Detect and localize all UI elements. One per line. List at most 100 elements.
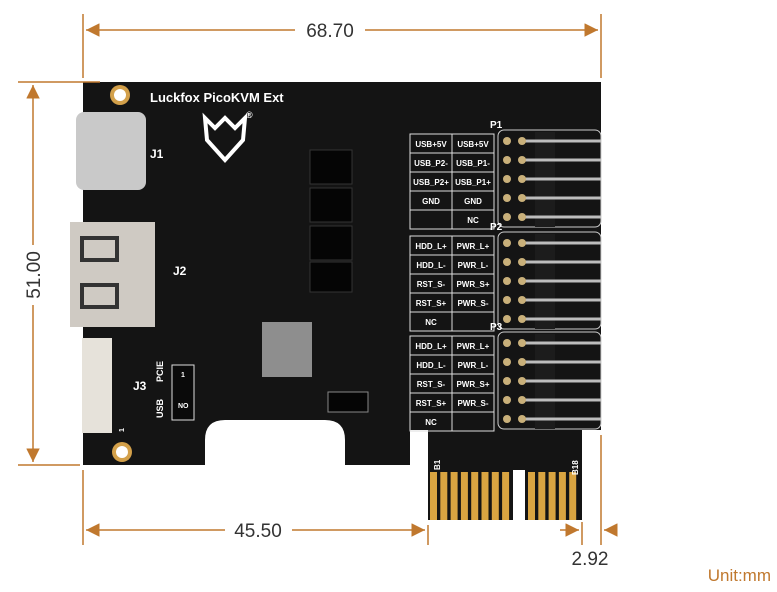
dimension-width-top: 68.70 xyxy=(306,21,354,42)
pin-label: USB+5V xyxy=(415,140,447,149)
header-pad xyxy=(503,137,511,145)
header-pad xyxy=(503,175,511,183)
header-label: P3 xyxy=(490,322,503,333)
header-pad xyxy=(518,239,526,247)
dimension-lines xyxy=(18,14,618,545)
pin-label: USB_P2- xyxy=(414,159,448,168)
header-pad xyxy=(503,213,511,221)
header-label: P1 xyxy=(490,120,503,131)
pin-label: PWR_L+ xyxy=(457,342,490,351)
pin-label: PWR_S- xyxy=(457,399,488,408)
gold-finger xyxy=(569,472,577,520)
header-label: P2 xyxy=(490,222,503,233)
pin-table-cell xyxy=(451,209,495,230)
header-pad xyxy=(503,156,511,164)
pin-label: PWR_L- xyxy=(458,361,489,370)
header-pad xyxy=(503,239,511,247)
header-pad xyxy=(503,277,511,285)
pin-label: RST_S- xyxy=(417,380,446,389)
header-pad xyxy=(503,415,511,423)
gold-finger xyxy=(528,472,535,520)
fpc-connector-j3 xyxy=(82,338,112,433)
header-pad xyxy=(518,137,526,145)
header-pad xyxy=(518,156,526,164)
header-pad xyxy=(518,277,526,285)
pin-label: PWR_S+ xyxy=(456,380,489,389)
gold-finger xyxy=(548,472,556,520)
gold-fingers xyxy=(430,472,577,520)
header-pad xyxy=(503,339,511,347)
header-pad xyxy=(518,175,526,183)
dimension-finger-offset: 2.92 xyxy=(572,549,609,570)
header-pad xyxy=(503,396,511,404)
pin-label: PWR_L+ xyxy=(457,242,490,251)
gold-finger xyxy=(450,472,458,520)
gold-finger xyxy=(538,472,546,520)
header-pad xyxy=(503,358,511,366)
header-pad xyxy=(503,315,511,323)
label-j2: J2 xyxy=(173,264,187,278)
header-pad xyxy=(518,377,526,385)
label-no: NO xyxy=(178,403,189,410)
label-usb: USB xyxy=(155,398,165,418)
header-pad xyxy=(518,296,526,304)
luckfox-logo-icon xyxy=(202,112,248,163)
inductor xyxy=(262,322,312,377)
label-b18: B18 xyxy=(571,460,580,475)
dimension-width-bottom: 45.50 xyxy=(234,521,282,542)
pin-label: HDD_L- xyxy=(416,261,446,270)
pin-label: USB+5V xyxy=(457,140,489,149)
label-pcie: PCIE xyxy=(155,361,165,382)
header-pad xyxy=(503,377,511,385)
board-title: Luckfox PicoKVM Ext xyxy=(150,90,284,105)
gold-finger xyxy=(502,472,510,520)
label-b1: B1 xyxy=(433,459,442,470)
pin-label: NC xyxy=(467,216,479,225)
pin-table-cell xyxy=(451,411,495,432)
gold-finger xyxy=(430,472,437,520)
pin-label: HDD_L+ xyxy=(415,242,447,251)
header-pad xyxy=(518,315,526,323)
pin-label: USB_P1- xyxy=(456,159,490,168)
gold-finger xyxy=(460,472,468,520)
header-pad xyxy=(518,213,526,221)
header-pad xyxy=(503,258,511,266)
header-pad xyxy=(518,396,526,404)
gold-finger xyxy=(491,472,499,520)
label-pin1: 1 xyxy=(119,428,126,432)
pin-label: PWR_S- xyxy=(457,299,488,308)
pin-label: USB_P1+ xyxy=(455,178,491,187)
usb-a-slot xyxy=(80,236,119,262)
pin-label: RST_S+ xyxy=(416,399,447,408)
key-notch xyxy=(513,470,525,522)
pin-label: GND xyxy=(464,197,482,206)
pin-table-cell xyxy=(451,311,495,332)
header-pad xyxy=(518,194,526,202)
header-pad xyxy=(518,358,526,366)
gold-finger xyxy=(440,472,448,520)
header-pad xyxy=(503,194,511,202)
header-pad xyxy=(518,339,526,347)
pin-label: HDD_L- xyxy=(416,361,446,370)
dimension-height-left: 51.00 xyxy=(24,251,45,299)
label-j1: J1 xyxy=(150,147,164,161)
pin-label: HDD_L+ xyxy=(415,342,447,351)
pin-label: RST_S- xyxy=(417,280,446,289)
label-j3: J3 xyxy=(133,379,147,393)
pin-label: NC xyxy=(425,318,437,327)
header-pad xyxy=(518,415,526,423)
gold-finger xyxy=(558,472,566,520)
pin-label: GND xyxy=(422,197,440,206)
pin-label: USB_P2+ xyxy=(413,178,449,187)
mode-switch xyxy=(171,364,195,421)
usb-a-slot xyxy=(80,283,119,309)
gold-finger xyxy=(481,472,489,520)
gold-finger xyxy=(471,472,479,520)
header-pad xyxy=(503,296,511,304)
usb-c-connector-j1 xyxy=(76,112,146,190)
pin-label: PWR_L- xyxy=(458,261,489,270)
pin-label: RST_S+ xyxy=(416,299,447,308)
